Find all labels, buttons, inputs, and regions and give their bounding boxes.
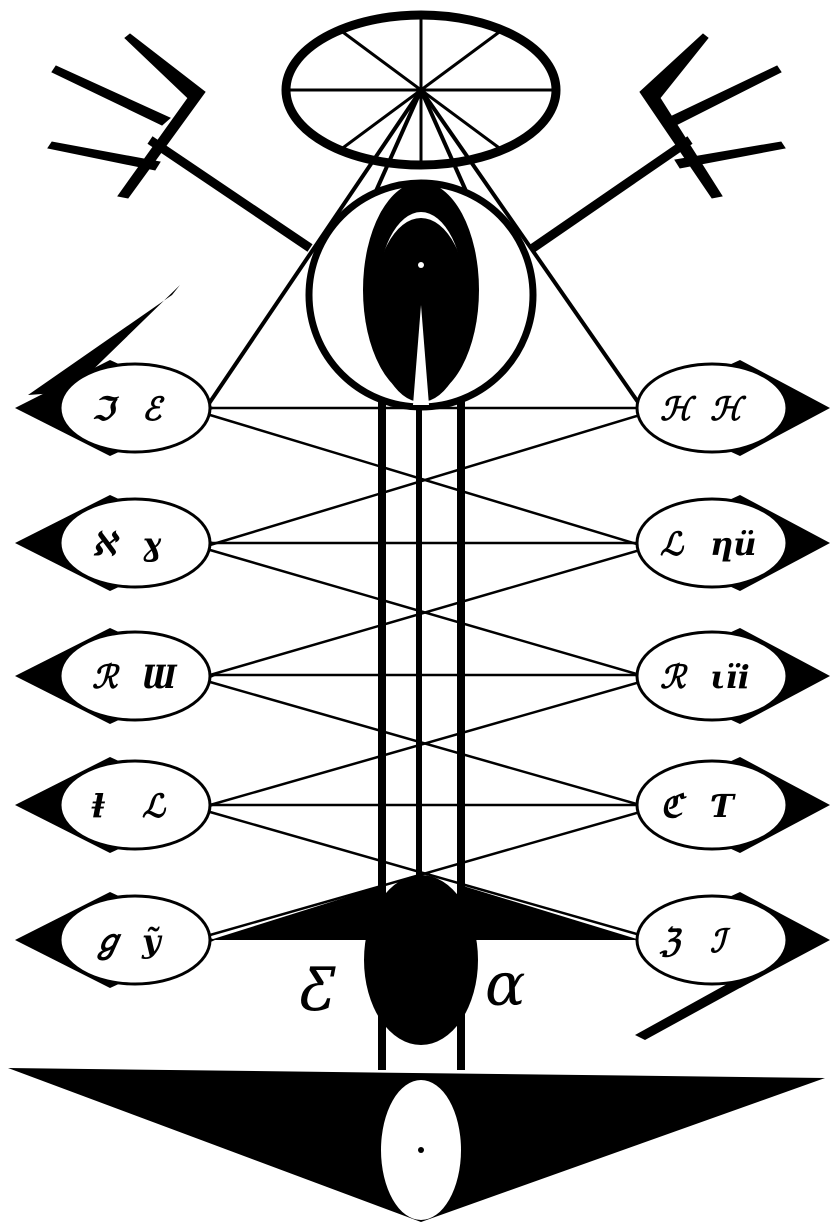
left-glyph-5a: ℊ xyxy=(92,922,124,961)
right-eye-5: ℨ ℐ xyxy=(635,892,830,988)
right-glyph-3b: ιïi xyxy=(710,658,750,696)
lower-right-bar xyxy=(460,885,640,940)
right-eye-1: ℋ ℋ xyxy=(635,360,830,456)
left-glyph-3a: ℛ xyxy=(92,658,120,696)
left-eye-3: ℛ Ɯ xyxy=(15,628,215,724)
left-glyph-2b: ɣ xyxy=(142,525,162,563)
left-glyph-3b: Ɯ xyxy=(142,658,178,696)
left-glyph-4b: ℒ xyxy=(142,787,167,825)
right-glyph-1a: ℋ xyxy=(660,390,697,428)
lower-left-bar xyxy=(210,885,385,940)
right-glyph-3a: ℛ xyxy=(660,658,688,696)
right-eye-4: ℭ Ƭ xyxy=(635,757,830,853)
lower-right-glyph: ɑ xyxy=(485,950,526,1020)
left-glyph-4a: ⱡ xyxy=(91,787,106,825)
left-eye-1: ℑ ℰ xyxy=(15,360,215,456)
inverted-triangle-icon xyxy=(8,1068,825,1222)
left-glyph-5b: ỹ xyxy=(141,922,163,960)
right-eye-2: ℒ ƞü xyxy=(635,495,830,591)
central-eye-icon xyxy=(309,182,533,407)
lower-eye-icon xyxy=(364,875,478,1045)
left-trident-icon xyxy=(48,34,310,248)
right-glyph-5a: ℨ xyxy=(659,922,683,960)
left-eye-5: ℊ ỹ xyxy=(15,892,215,988)
right-trident-icon xyxy=(533,34,785,248)
right-eye-3: ℛ ιïi xyxy=(635,628,830,724)
right-glyph-2b: ƞü xyxy=(710,525,757,563)
lower-left-glyph: Ƹ xyxy=(300,955,336,1025)
right-glyph-4b: Ƭ xyxy=(710,787,736,825)
connecting-lines xyxy=(210,408,640,935)
right-glyph-1b: ℋ xyxy=(710,390,747,428)
left-eye-2: ℵ ɣ xyxy=(15,495,215,591)
right-glyph-2a: ℒ xyxy=(660,525,685,563)
left-eye-4: ⱡ ℒ xyxy=(15,757,215,853)
left-glyph-2a: ℵ xyxy=(92,525,120,563)
